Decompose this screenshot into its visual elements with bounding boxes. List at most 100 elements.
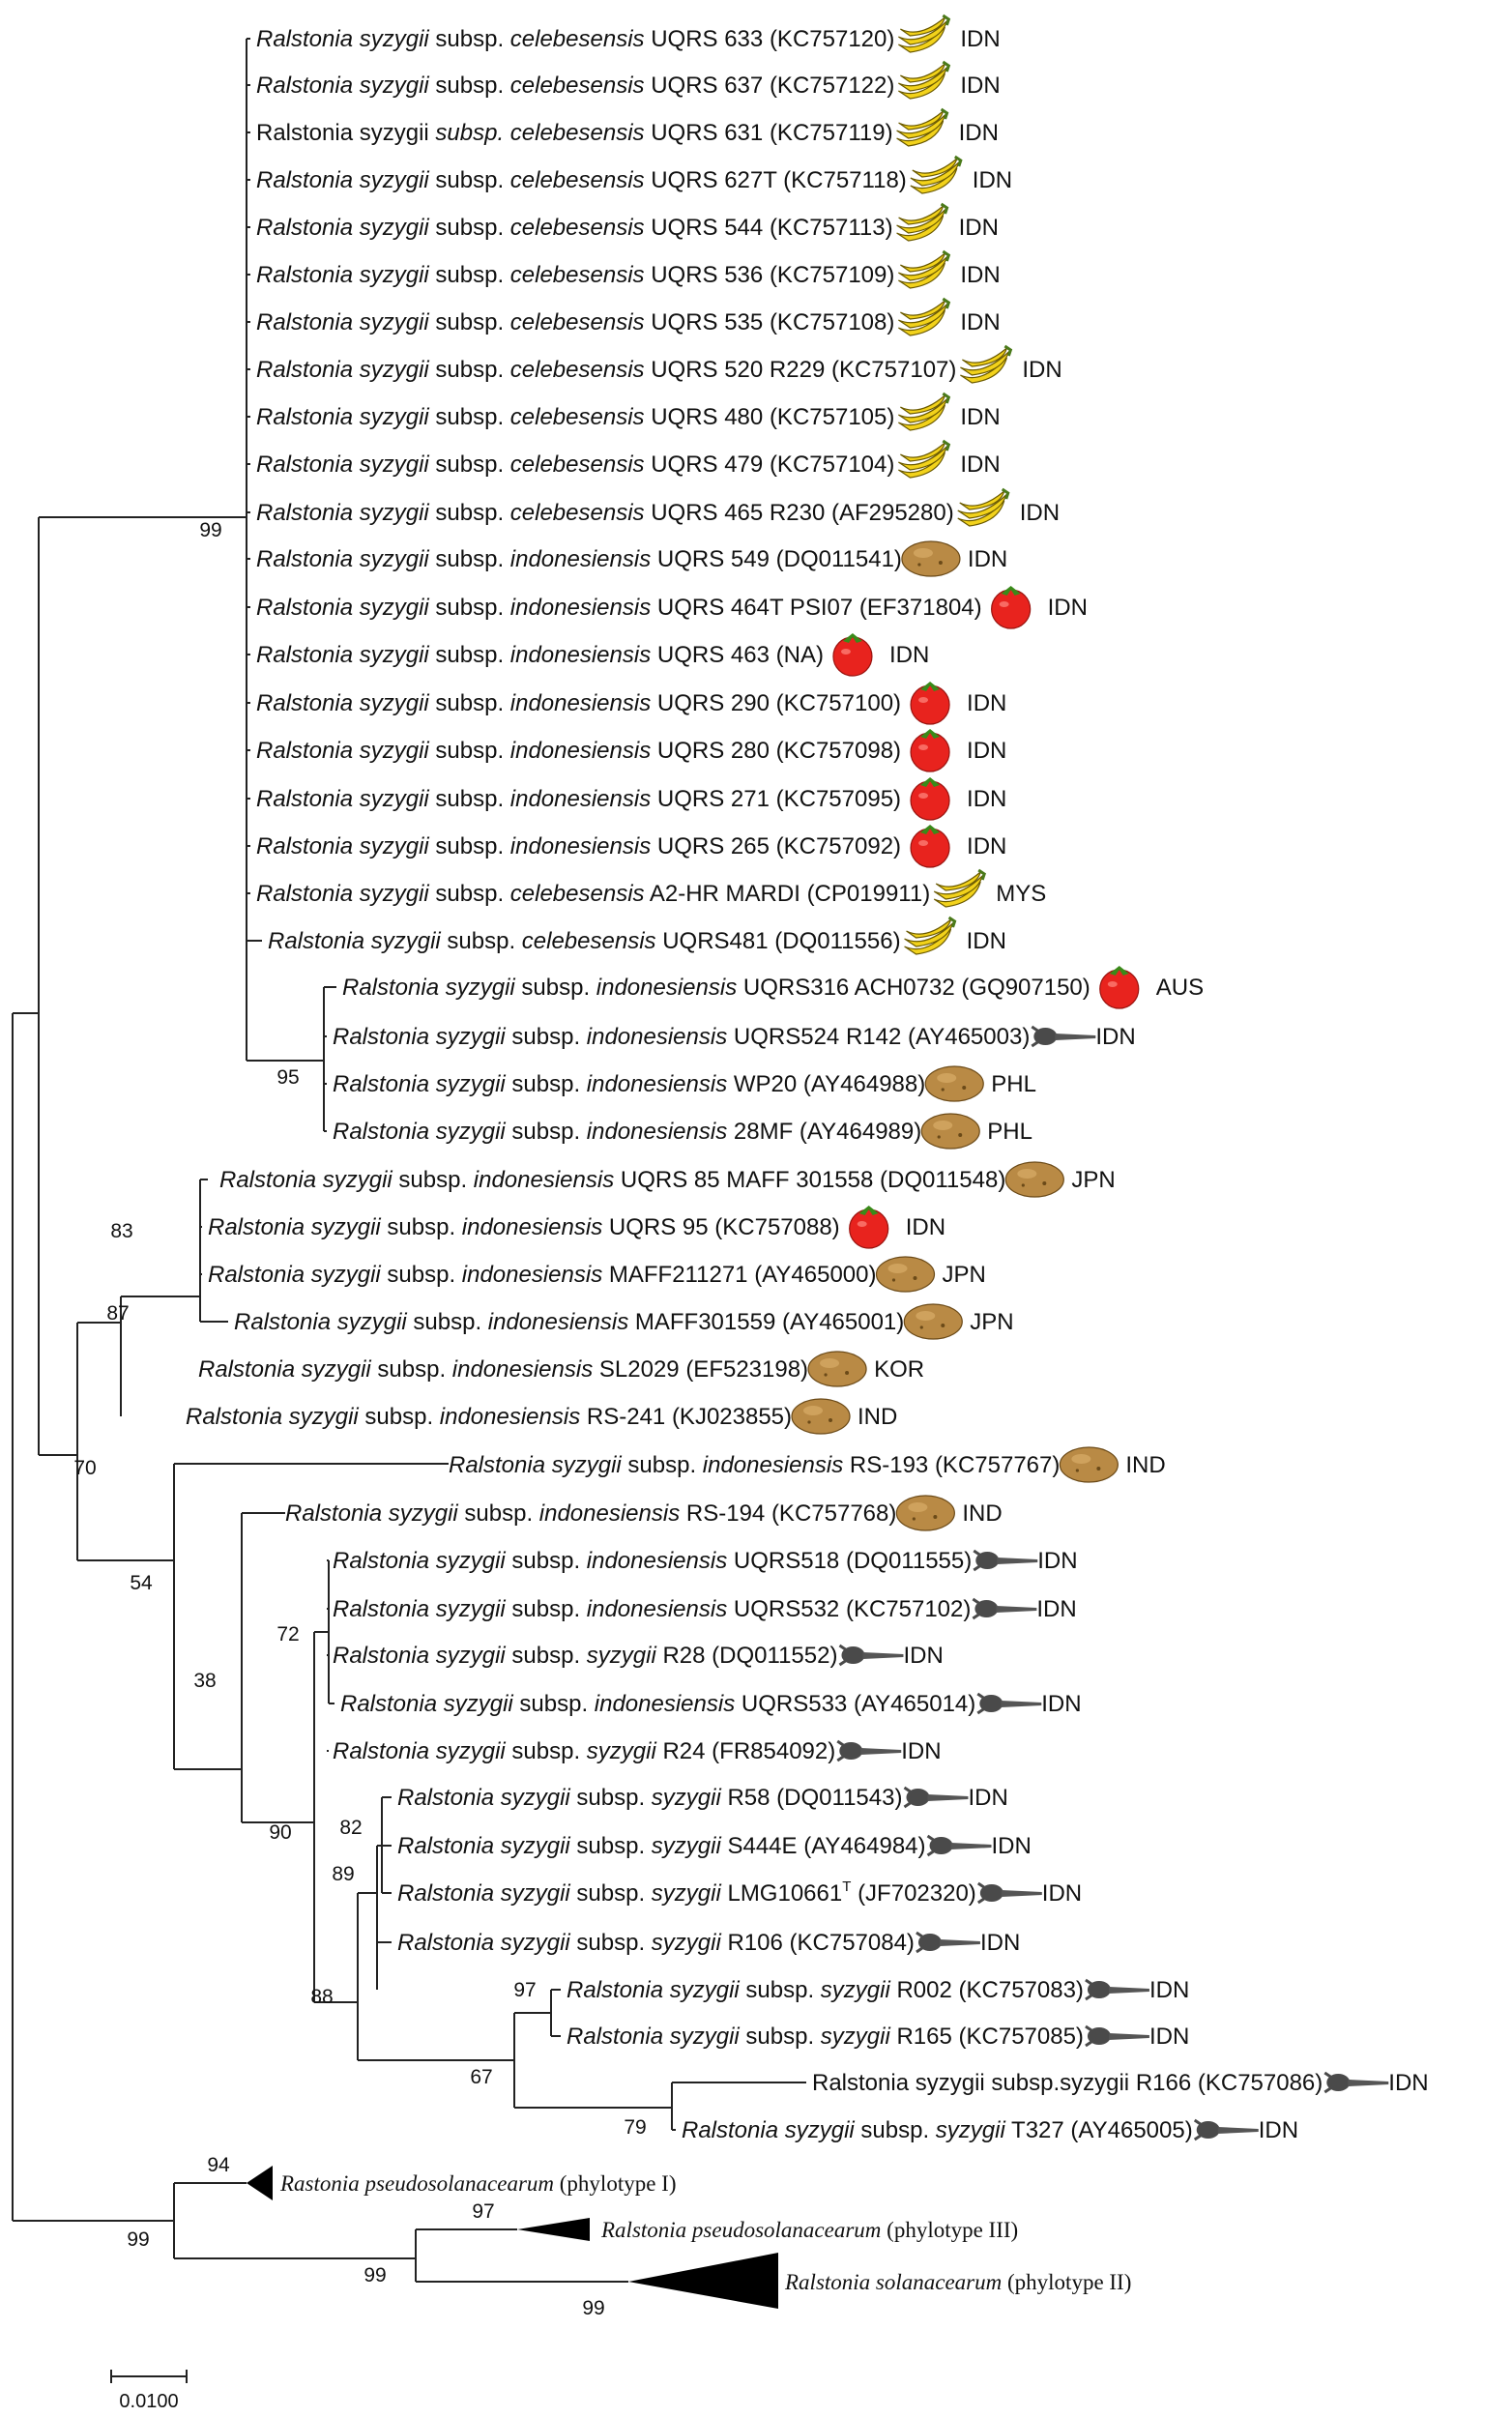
taxon-subsp: syzygii	[652, 1930, 722, 1956]
taxon-strain: UQRS 480	[651, 404, 763, 430]
accession-number: (KC757120)	[770, 26, 894, 52]
taxon-subsp: indonesiensis	[539, 1500, 680, 1527]
country-code: JPN	[970, 1309, 1013, 1335]
accession-number: (KC757108)	[770, 309, 894, 335]
bootstrap-value: 97	[472, 2200, 494, 2223]
svg-text:Ralstonia syzygii subsp. indon: Ralstonia syzygii subsp. indonesiensis M…	[208, 1262, 877, 1288]
clove-icon	[973, 1549, 1038, 1572]
accession-number: (KJ023855)	[672, 1404, 792, 1430]
accession-number: (AY464988)	[803, 1071, 925, 1097]
potato-icon	[807, 1351, 867, 1387]
taxon-subsp: indonesiensis	[596, 975, 737, 1001]
accession-number: (DQ011552)	[712, 1643, 837, 1669]
taxon-label: Ralstonia syzygii subsp. indonesiensis W…	[333, 1071, 1036, 1097]
accession-number: (KC757768)	[771, 1500, 896, 1527]
bootstrap-value: 99	[127, 2228, 149, 2251]
taxon-genus: Ralstonia syzygii	[285, 1500, 458, 1527]
taxon-label: Ralstonia syzygii subsp. syzygii R24 (FR…	[333, 1738, 942, 1764]
accession-number: (KC757083)	[959, 1977, 1084, 2003]
taxon-strain: R106	[727, 1930, 782, 1956]
banana-icon	[957, 487, 1010, 527]
country-code: IDN	[901, 1738, 941, 1764]
svg-text:Ralstonia syzygii subsp. indon: Ralstonia syzygii subsp. indonesiensis S…	[198, 1356, 808, 1383]
taxon-strain: R165	[896, 2024, 951, 2050]
country-code: IDN	[1036, 1596, 1076, 1622]
taxon-label: Ralstonia syzygii subsp. indonesiensis R…	[186, 1404, 897, 1430]
taxon-genus: Ralstonia syzygii	[256, 167, 429, 193]
taxon-strain: A2-HR MARDI	[650, 881, 800, 907]
taxon-label: Ralstonia syzygii subsp. indonesiensis U…	[256, 642, 929, 668]
banana-icon	[896, 107, 949, 147]
svg-text:Ralstonia syzygii subsp. indon: Ralstonia syzygii subsp. indonesiensis R…	[285, 1500, 896, 1527]
accession-number: (DQ011556)	[774, 928, 900, 954]
taxon-subsp: indonesiensis	[587, 1548, 727, 1574]
clove-icon	[1031, 1025, 1096, 1048]
accession-number: (KC757119)	[770, 120, 893, 146]
accession-number: (AY464989)	[800, 1119, 921, 1145]
taxon-strain: MAFF211271	[609, 1262, 748, 1288]
svg-text:Ralstonia syzygii subsp. indon: Ralstonia syzygii subsp. indonesiensis W…	[333, 1071, 925, 1097]
svg-text:Ralstonia syzygii subsp. indon: Ralstonia syzygii subsp. indonesiensis U…	[256, 546, 902, 572]
clove-icon	[838, 1644, 904, 1667]
accession-number: (FR854092)	[712, 1738, 835, 1764]
taxon-genus: Ralstonia syzygii	[208, 1214, 381, 1240]
banana-icon	[898, 392, 951, 431]
taxon-genus: Ralstonia syzygii	[208, 1262, 381, 1288]
banana-icon	[898, 60, 951, 100]
taxon-subsp: celebesensis	[510, 215, 645, 241]
accession-number: (DQ011543)	[776, 1785, 902, 1811]
taxon-subsp: indonesiensis	[587, 1119, 727, 1145]
taxon-subsp: indonesiensis	[587, 1024, 727, 1050]
tomato-icon	[1099, 966, 1140, 1009]
taxon-subsp: celebesensis	[510, 262, 645, 288]
potato-icon	[895, 1495, 955, 1531]
bootstrap-value: 94	[207, 2154, 230, 2176]
accession-number: (DQ011548)	[880, 1167, 1005, 1193]
taxon-strain: UQRS 464T PSI07	[657, 595, 853, 621]
svg-text:Ralstonia syzygii subsp. celeb: Ralstonia syzygii subsp. celebesensis UQ…	[256, 215, 893, 241]
taxon-subsp: indonesiensis	[510, 738, 651, 764]
taxon-genus: Ralstonia syzygii	[256, 451, 429, 478]
country-code: IDN	[967, 786, 1006, 812]
bootstrap-value: 38	[193, 1670, 216, 1692]
taxon-genus: Ralstonia syzygii	[256, 404, 429, 430]
taxon-label: Ralstonia syzygii subsp. indonesiensis U…	[342, 975, 1204, 1001]
country-code: IDN	[960, 73, 1000, 99]
collapsed-clade-label: Ralstonia pseudosolanacearum (phylotype …	[600, 2218, 1018, 2242]
taxon-label: Ralstonia syzygii subsp. indonesiensis M…	[208, 1262, 986, 1288]
taxon-genus: Ralstonia syzygii	[198, 1356, 371, 1383]
taxon-genus: Ralstonia syzygii	[333, 1071, 506, 1097]
banana-icon	[910, 155, 963, 194]
taxon-strain: RS-193	[850, 1452, 928, 1478]
taxon-subsp: syzygii	[821, 1977, 891, 2003]
bootstrap-value: 99	[199, 519, 221, 541]
taxon-strain: UQRS 637	[651, 73, 763, 99]
country-code: IDN	[967, 833, 1006, 859]
taxon-genus: Ralstonia syzygii	[397, 1785, 570, 1811]
taxon-label: Ralstonia syzygii subsp. syzygii S444E (…	[397, 1833, 1032, 1859]
taxon-label: Ralstonia syzygii subsp. indonesiensis U…	[208, 1214, 945, 1240]
taxon-genus: Ralstonia syzygii	[268, 928, 441, 954]
banana-icon	[904, 916, 957, 955]
taxon-genus: Ralstonia syzygii	[397, 1833, 570, 1859]
taxon-label: Ralstonia syzygii subsp. celebesensis UQ…	[268, 928, 1006, 954]
taxon-label: Ralstonia syzygii subsp. celebesensis UQ…	[256, 500, 1060, 526]
country-code: JPN	[943, 1262, 986, 1288]
taxon-genus: Ralstonia syzygii	[256, 642, 429, 668]
country-code: IDN	[967, 690, 1006, 716]
country-code: JPN	[1071, 1167, 1115, 1193]
accession-number: (JF702320)	[858, 1880, 976, 1907]
taxon-genus: Ralstonia syzygii	[256, 26, 429, 52]
taxon-strain: RS-194	[686, 1500, 765, 1527]
taxon-strain: 28MF	[734, 1119, 793, 1145]
taxon-subsp: syzygii	[936, 2117, 1006, 2143]
svg-text:Ralstonia syzygii subsp. indon: Ralstonia syzygii subsp. indonesiensis 2…	[333, 1119, 921, 1145]
clove-icon	[1323, 2071, 1389, 2094]
bootstrap-value: 89	[332, 1863, 354, 1885]
taxon-strain: UQRS 479	[651, 451, 763, 478]
svg-text:Ralstonia syzygii subsp. syzyg: Ralstonia syzygii subsp. syzygii LMG1066…	[397, 1878, 976, 1907]
taxon-label: Ralstonia syzygii subsp. celebesensis A2…	[256, 881, 1046, 907]
country-code: IDN	[960, 26, 1000, 52]
taxon-strain: UQRS 633	[651, 26, 763, 52]
